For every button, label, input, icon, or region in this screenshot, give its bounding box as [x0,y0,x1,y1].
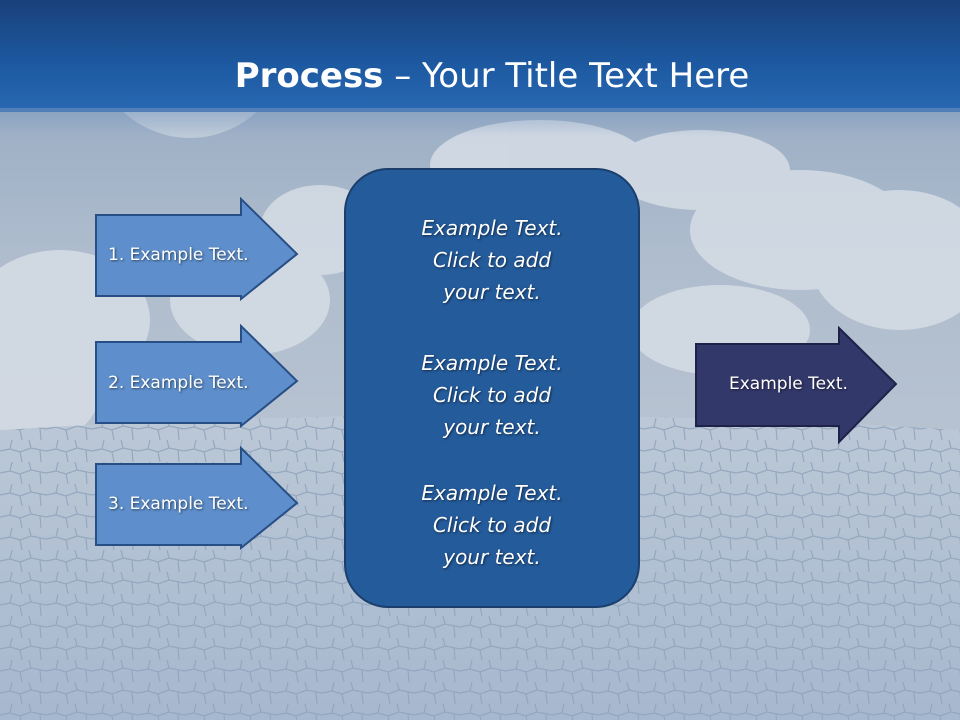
input-arrow-2[interactable] [94,324,300,428]
center-block-1-line-1: Example Text. [421,216,563,240]
center-block-3-line-1: Example Text. [421,481,563,505]
output-arrow-label: Example Text. [729,374,848,394]
input-arrow-3-label: 3. Example Text. [108,494,249,514]
center-block-2-line-2: Click to add [432,383,552,407]
center-block-1-line-2: Click to add [432,248,552,272]
center-block-3-line-2: Click to add [432,513,552,537]
center-block-3-line-3: your text. [443,545,541,569]
slide-title-bold: Process [234,56,384,96]
center-block-1-line-3: your text. [443,280,541,304]
input-arrow-1[interactable] [94,197,300,301]
input-arrow-1-label: 1. Example Text. [108,245,249,265]
title-bar [0,0,960,112]
center-block-2-line-3: your text. [443,415,541,439]
slide-title-rest: – Your Title Text Here [383,56,750,96]
center-text-block-2: Example Text. Click to add your text. [344,347,640,443]
center-process-box[interactable] [344,168,640,608]
input-arrow-3[interactable] [94,446,300,550]
output-arrow[interactable] [694,326,900,446]
input-arrow-2-label: 2. Example Text. [108,373,249,393]
title-bar-fade [0,108,960,136]
center-block-2-line-1: Example Text. [421,351,563,375]
center-text-block-3: Example Text. Click to add your text. [344,477,640,573]
slide-title[interactable]: Process – Your Title Text Here [0,54,960,98]
center-text-block-1: Example Text. Click to add your text. [344,212,640,308]
